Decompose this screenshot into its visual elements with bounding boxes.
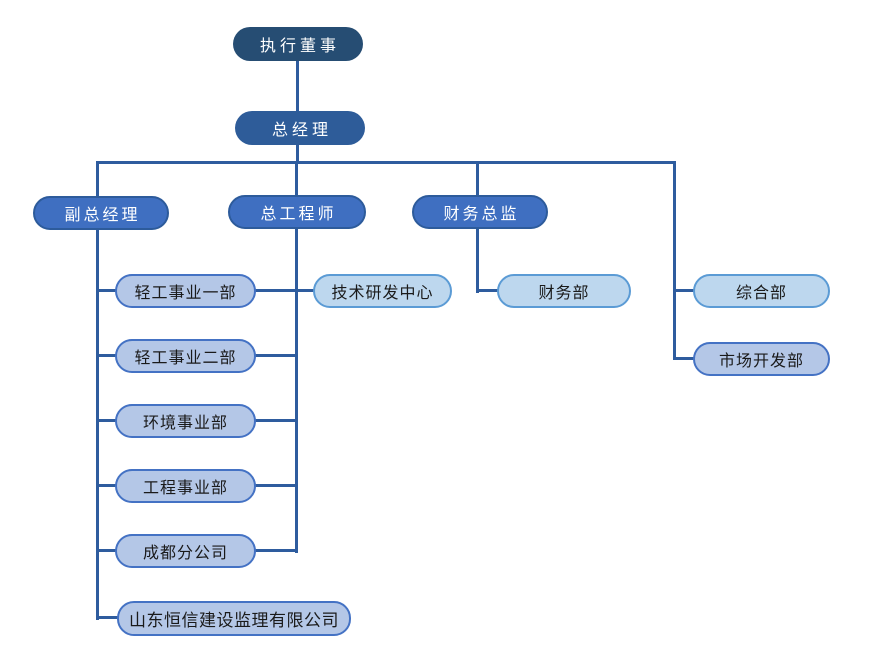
connector-branch-chief-engineer [295, 161, 298, 553]
node-finance-dept: 财务部 [497, 274, 631, 308]
node-light-industry-div-1: 轻工事业一部 [115, 274, 256, 308]
connector-stub-left-row6 [96, 616, 120, 619]
node-chengdu-branch: 成都分公司 [115, 534, 256, 568]
connector-stub-right-row4 [253, 484, 298, 487]
node-chief-engineer: 总工程师 [228, 195, 366, 229]
connector-root-to-gm [296, 60, 299, 112]
connector-gm-to-trunk [296, 144, 299, 164]
connector-stub-left-row4 [96, 484, 118, 487]
node-tech-rd-center: 技术研发中心 [313, 274, 452, 308]
connector-stub-market-dev [673, 357, 697, 360]
node-shandong-hengxin-supervision: 山东恒信建设监理有限公司 [117, 601, 351, 636]
node-general-affairs-dept: 综合部 [693, 274, 830, 308]
connector-stub-tech-rd [295, 289, 317, 292]
connector-stub-left-row3 [96, 419, 118, 422]
connector-branch-right [673, 161, 676, 360]
node-environment-div: 环境事业部 [115, 404, 256, 438]
connector-stub-left-row5 [96, 549, 118, 552]
connector-branch-deputy-gm [96, 161, 99, 620]
connector-stub-left-row1 [96, 289, 118, 292]
connector-trunk [96, 161, 676, 164]
connector-stub-left-row2 [96, 354, 118, 357]
connector-stub-right-row5 [253, 549, 298, 552]
connector-stub-finance-dept [476, 289, 501, 292]
connector-stub-right-row1 [253, 289, 298, 292]
node-deputy-general-manager: 副总经理 [33, 196, 169, 230]
node-light-industry-div-2: 轻工事业二部 [115, 339, 256, 373]
node-market-dev-dept: 市场开发部 [693, 342, 830, 376]
connector-stub-right-row2 [253, 354, 298, 357]
node-engineering-div: 工程事业部 [115, 469, 256, 503]
connector-stub-general-dept [673, 289, 697, 292]
connector-stub-right-row3 [253, 419, 298, 422]
node-executive-director: 执行董事 [233, 27, 363, 61]
node-general-manager: 总经理 [235, 111, 365, 145]
node-finance-director: 财务总监 [412, 195, 548, 229]
